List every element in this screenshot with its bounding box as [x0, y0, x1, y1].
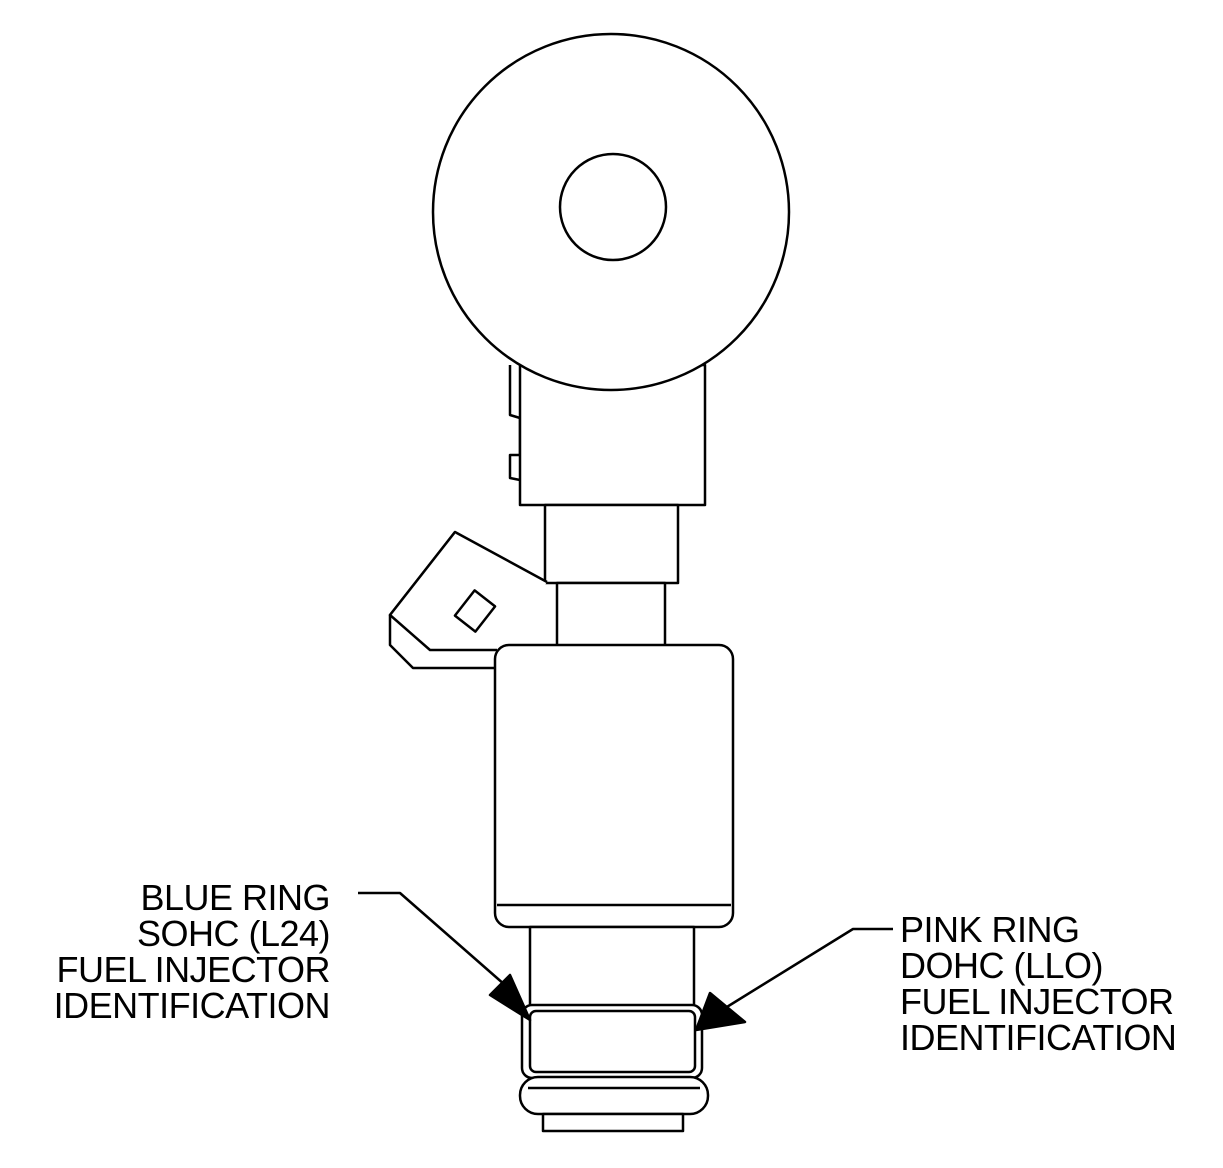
callout-line: FUEL INJECTOR — [900, 981, 1174, 1022]
injector-body — [493, 643, 735, 929]
identification-ring — [520, 1003, 704, 1080]
side-terminal — [388, 530, 548, 670]
left-leader-arrow — [358, 891, 532, 1022]
connector-head — [431, 32, 791, 392]
o-ring — [518, 1075, 710, 1116]
injector-tip — [541, 1112, 685, 1133]
callout-line: DOHC (LLO) — [900, 945, 1104, 986]
upper-collar — [543, 503, 680, 585]
lower-tube — [528, 925, 696, 1009]
blue-ring-callout: BLUE RING SOHC (L24) FUEL INJECTOR IDENT… — [53, 877, 331, 1026]
callout-line: FUEL INJECTOR — [56, 949, 330, 990]
callout-line: IDENTIFICATION — [900, 1017, 1177, 1058]
callout-line: BLUE RING — [140, 877, 330, 918]
right-leader-arrow — [694, 927, 893, 1032]
callout-line: IDENTIFICATION — [53, 985, 331, 1026]
callout-line: SOHC (L24) — [136, 913, 331, 954]
pink-ring-callout: PINK RING DOHC (LLO) FUEL INJECTOR IDENT… — [900, 909, 1177, 1058]
body-neck — [555, 581, 667, 648]
callout-line: PINK RING — [900, 909, 1080, 950]
